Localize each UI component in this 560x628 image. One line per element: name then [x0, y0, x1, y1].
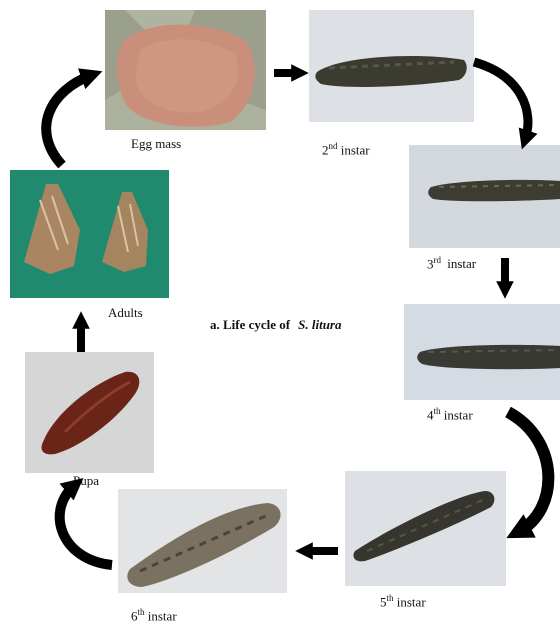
instar5-photo [345, 471, 506, 586]
arrow-adults-to-egg [46, 75, 92, 165]
instar4-suffix: th [434, 406, 441, 416]
instar3-label: 3rd instar [427, 255, 476, 272]
instar6-photo [118, 489, 287, 593]
instar4-word: instar [444, 407, 473, 422]
instar5-label: 5th instar [380, 593, 426, 610]
figure-title: a. Life cycle of S. litura [210, 317, 342, 333]
instar3-word: instar [447, 256, 476, 271]
arrow-instar4-to-instar5 [508, 412, 548, 532]
instar4-label: 4th instar [427, 406, 473, 423]
arrow-instar6-to-pupa [60, 485, 112, 565]
egg-mass-label: Egg mass [131, 136, 181, 152]
instar6-suffix: th [138, 607, 145, 617]
egg-mass-photo [105, 10, 266, 130]
instar4-photo [404, 304, 560, 400]
instar2-photo [309, 10, 474, 122]
pupa-label: Pupa [73, 473, 99, 489]
figure-title-species: S. litura [298, 317, 341, 332]
arrow-instar2-to-instar3 [474, 62, 528, 140]
adults-label: Adults [108, 305, 143, 321]
instar5-suffix: th [387, 593, 394, 603]
pupa-photo [25, 352, 154, 473]
figure-title-prefix: a. Life cycle of [210, 317, 290, 332]
instar5-word: instar [397, 594, 426, 609]
instar3-suffix: rd [434, 255, 442, 265]
instar2-word: instar [341, 142, 370, 157]
instar2-suffix: nd [329, 141, 338, 151]
instar6-label: 6th instar [131, 607, 177, 624]
instar3-photo [409, 145, 560, 248]
instar6-word: instar [148, 608, 177, 623]
instar2-label: 2nd instar [322, 141, 370, 158]
adults-photo [10, 170, 169, 298]
